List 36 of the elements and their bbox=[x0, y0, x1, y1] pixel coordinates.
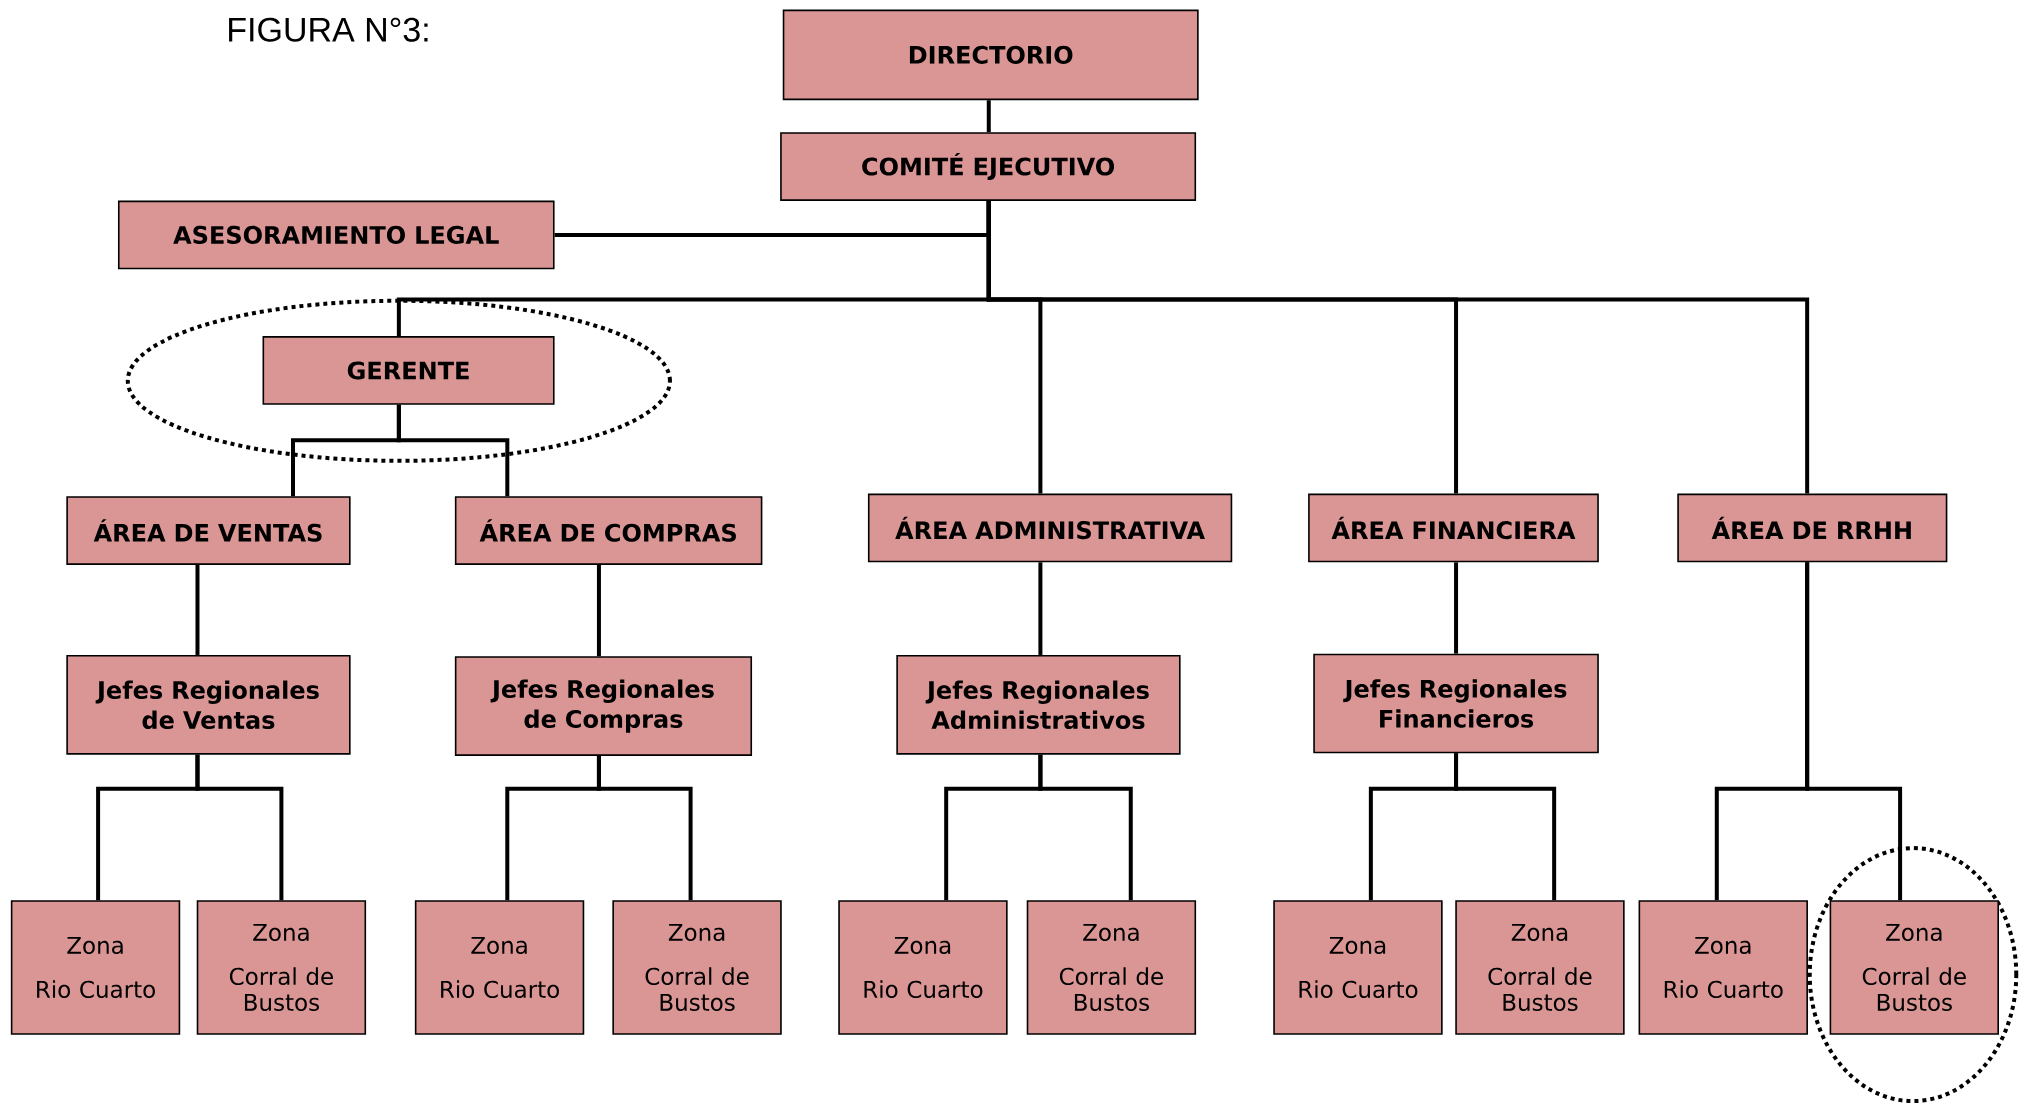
connector-line bbox=[1038, 562, 1043, 655]
org-box: ÁREA DE RRHH bbox=[1677, 493, 1948, 563]
connector-line bbox=[596, 564, 601, 657]
org-box: ÁREA DE COMPRAS bbox=[454, 496, 763, 565]
org-box: Zona Rio Cuarto bbox=[1273, 900, 1443, 1035]
org-box: ÁREA FINANCIERA bbox=[1308, 493, 1599, 563]
org-box: COMITÉ EJECUTIVO bbox=[780, 132, 1197, 201]
org-box: Zona Rio Cuarto bbox=[838, 900, 1008, 1035]
org-box: Zona Corral de Bustos bbox=[1829, 900, 1999, 1035]
figure-title: FIGURA N°3: bbox=[229, 17, 428, 42]
connector-line bbox=[1038, 754, 1133, 901]
org-box: ASESORAMIENTO LEGAL bbox=[117, 200, 555, 270]
org-box: Jefes Regionales Financieros bbox=[1313, 653, 1599, 754]
connector-line bbox=[986, 100, 991, 133]
org-box: Zona Rio Cuarto bbox=[414, 900, 585, 1035]
org-box: ÁREA ADMINISTRATIVA bbox=[867, 493, 1233, 563]
org-box: ÁREA DE VENTAS bbox=[66, 496, 351, 565]
connector-line bbox=[195, 564, 200, 655]
connector-line bbox=[1454, 562, 1459, 654]
org-box: Zona Corral de Bustos bbox=[612, 900, 782, 1035]
org-box: GERENTE bbox=[262, 336, 555, 405]
connector-line bbox=[986, 200, 1810, 494]
connector-line bbox=[1805, 562, 1903, 901]
org-box: Jefes Regionales de Ventas bbox=[66, 655, 351, 755]
org-box: Jefes Regionales de Compras bbox=[454, 656, 753, 756]
org-box: Zona Rio Cuarto bbox=[1638, 900, 1808, 1035]
connector-line bbox=[396, 404, 510, 497]
org-box: Jefes Regionales Administrativos bbox=[896, 655, 1181, 755]
org-box: Zona Rio Cuarto bbox=[10, 900, 181, 1035]
connector-line bbox=[1454, 753, 1557, 901]
org-box: DIRECTORIO bbox=[782, 9, 1199, 101]
org-box: Zona Corral de Bustos bbox=[1026, 900, 1197, 1035]
org-box: Zona Corral de Bustos bbox=[196, 900, 367, 1035]
connector-line bbox=[596, 755, 693, 901]
org-box: Zona Corral de Bustos bbox=[1455, 900, 1625, 1035]
connector-line bbox=[195, 754, 284, 901]
